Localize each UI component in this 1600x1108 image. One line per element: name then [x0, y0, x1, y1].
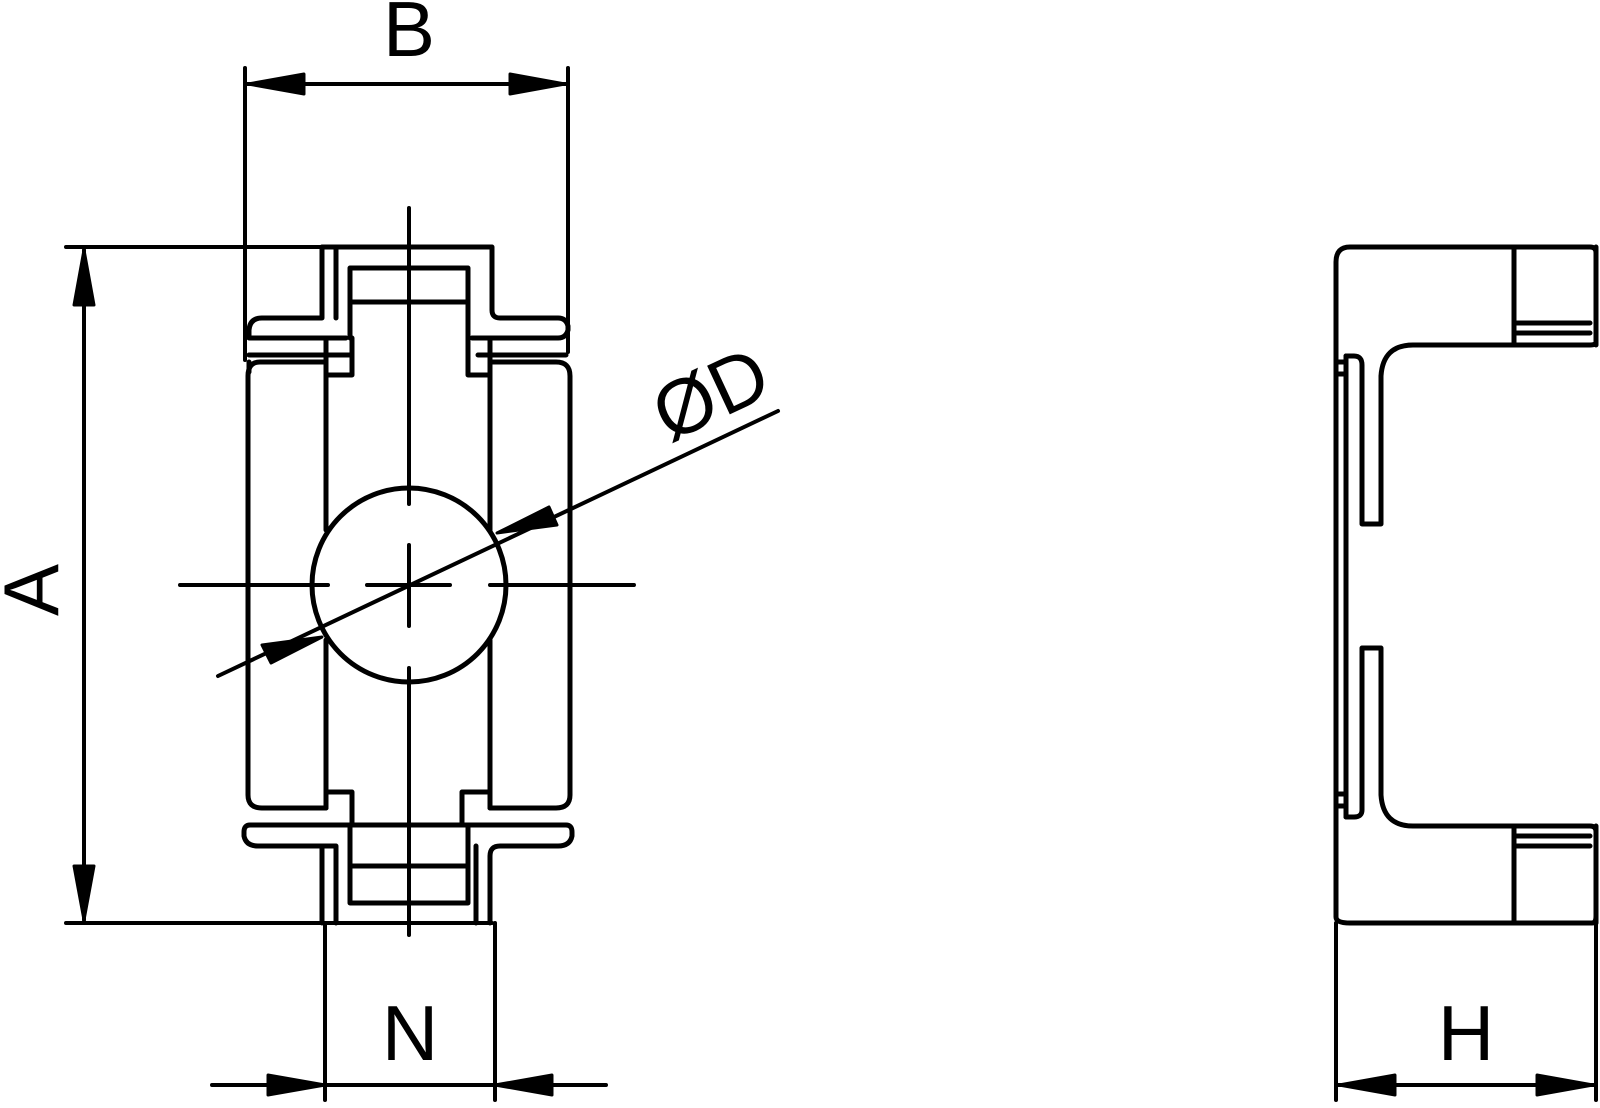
side-inner-wall — [1333, 353, 1349, 820]
side-view — [1333, 244, 1599, 926]
diameter-arrowhead-lower — [260, 635, 324, 665]
front-outline-top — [246, 244, 571, 341]
front-tab-top-left — [323, 335, 355, 378]
dimension-label-b: B — [383, 0, 435, 73]
dimension-b — [243, 66, 570, 362]
side-pocket-bottom — [1511, 244, 1599, 926]
dimension-n — [210, 921, 608, 1102]
dim-a-arrow-bottom — [72, 864, 96, 922]
front-outline-bottom — [241, 822, 575, 926]
dim-b-arrow-left — [246, 72, 306, 96]
dim-n-arrow-left — [266, 1073, 327, 1097]
dimension-h — [1334, 921, 1598, 1102]
dim-b-arrow-right — [508, 72, 567, 96]
dimension-label-n: N — [382, 989, 438, 1077]
dimension-label-h: H — [1438, 989, 1494, 1077]
front-tab-top-right — [465, 335, 493, 378]
side-pocket-top — [1511, 244, 1593, 348]
dimension-a — [64, 245, 494, 925]
dim-h-arrow-right — [1535, 1073, 1595, 1097]
dimension-label-a: A — [0, 564, 75, 616]
dim-n-arrow-right — [493, 1073, 554, 1097]
diameter-leader — [216, 409, 780, 678]
diameter-arrowhead-upper — [495, 505, 559, 535]
front-view — [241, 244, 575, 926]
dim-h-arrow-left — [1337, 1073, 1397, 1097]
dim-a-arrow-top — [72, 248, 96, 307]
